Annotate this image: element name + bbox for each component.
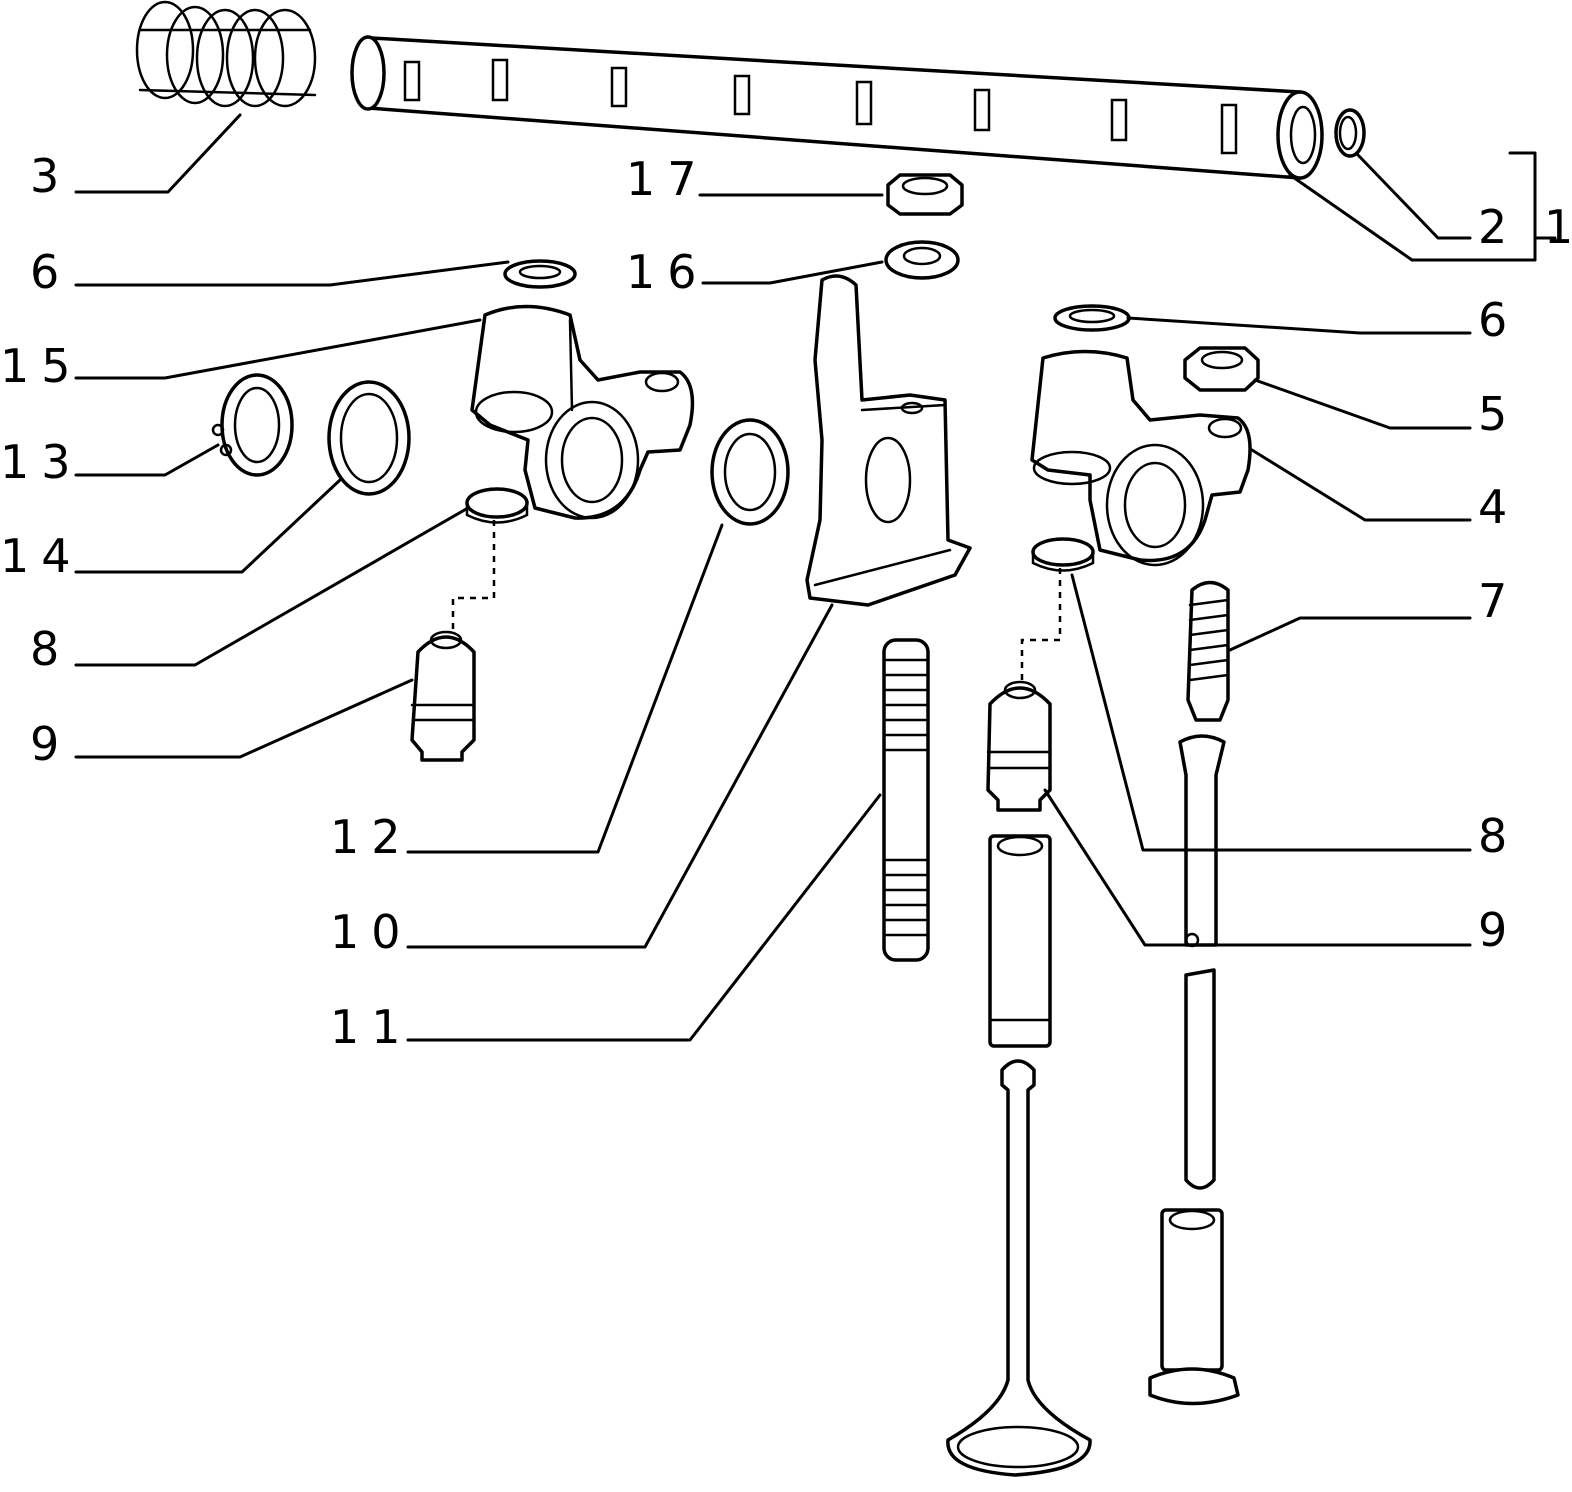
leader-8-right xyxy=(1070,573,1472,852)
circlip-part xyxy=(211,373,294,477)
rocker-arm-left-part xyxy=(470,304,695,520)
hydraulic-tappet-left-part xyxy=(410,630,476,762)
callout-3: 3 xyxy=(30,149,71,203)
valve-guide-part xyxy=(988,834,1052,1048)
leader-4 xyxy=(1250,448,1472,522)
snap-ring-left-part xyxy=(503,259,577,289)
seal-ring-left-part xyxy=(327,380,411,496)
leader-3 xyxy=(74,113,242,194)
callout-9-right: 9 xyxy=(1478,903,1519,957)
hydraulic-tappet-right-part xyxy=(986,680,1052,812)
leader-6-left xyxy=(74,260,510,287)
callout-8-left: 8 xyxy=(30,622,71,676)
callout-7: 7 xyxy=(1478,574,1519,628)
valve-part xyxy=(946,1059,1092,1477)
leader-15 xyxy=(74,318,482,380)
callout-11: 11 xyxy=(330,1000,413,1054)
rocker-support-part xyxy=(805,274,972,607)
stud-bolt-part xyxy=(882,638,930,962)
assembly-axis-right xyxy=(1020,568,1062,680)
rocker-shaft-part xyxy=(350,35,1324,180)
leader-5 xyxy=(1253,378,1472,430)
leader-10 xyxy=(406,603,834,949)
leader-6-right xyxy=(1126,316,1472,335)
callout-5: 5 xyxy=(1478,387,1519,441)
callout-13: 13 xyxy=(0,435,83,489)
leader-9-left xyxy=(74,678,414,759)
leader-12 xyxy=(406,523,724,854)
callout-6-left: 6 xyxy=(30,245,71,299)
callout-4: 4 xyxy=(1478,480,1519,534)
leader-2 xyxy=(1356,153,1472,240)
callout-16: 16 xyxy=(626,245,709,299)
callout-2: 2 xyxy=(1478,200,1519,254)
callout-10: 10 xyxy=(330,905,413,959)
rocker-arm-right-part xyxy=(1030,349,1252,567)
nut-part xyxy=(886,173,964,216)
push-rod-part xyxy=(1178,734,1226,1190)
callout-15: 15 xyxy=(0,339,83,393)
callout-12: 12 xyxy=(330,810,413,864)
callout-1: 1 xyxy=(1544,200,1572,254)
callout-14: 14 xyxy=(0,529,83,583)
callout-6-right: 6 xyxy=(1478,293,1519,347)
callout-8-right: 8 xyxy=(1478,809,1519,863)
leader-1-shaft xyxy=(1288,173,1414,262)
plug-part xyxy=(1334,108,1366,158)
leader-8-left xyxy=(74,506,470,667)
seal-ring-right-part xyxy=(710,418,790,526)
leader-1 xyxy=(1410,151,1557,262)
callout-9-left: 9 xyxy=(30,717,71,771)
leader-11 xyxy=(406,793,882,1042)
tappet-tube-part xyxy=(1148,1208,1240,1406)
leader-16 xyxy=(701,260,884,285)
leader-9-right xyxy=(1043,788,1472,947)
callout-17: 17 xyxy=(626,152,709,206)
coil-spring-part xyxy=(135,0,317,108)
valve-cap-left-part xyxy=(465,487,529,524)
leader-7 xyxy=(1228,616,1472,652)
adjusting-nut-part xyxy=(1183,346,1260,392)
valve-cap-right-part xyxy=(1031,537,1095,572)
snap-ring-right-part xyxy=(1053,304,1131,332)
washer-part xyxy=(884,240,960,280)
assembly-axis-left xyxy=(451,520,496,635)
adjusting-screw-part xyxy=(1186,580,1230,722)
leader-13 xyxy=(74,443,220,477)
leader-14 xyxy=(74,478,342,574)
